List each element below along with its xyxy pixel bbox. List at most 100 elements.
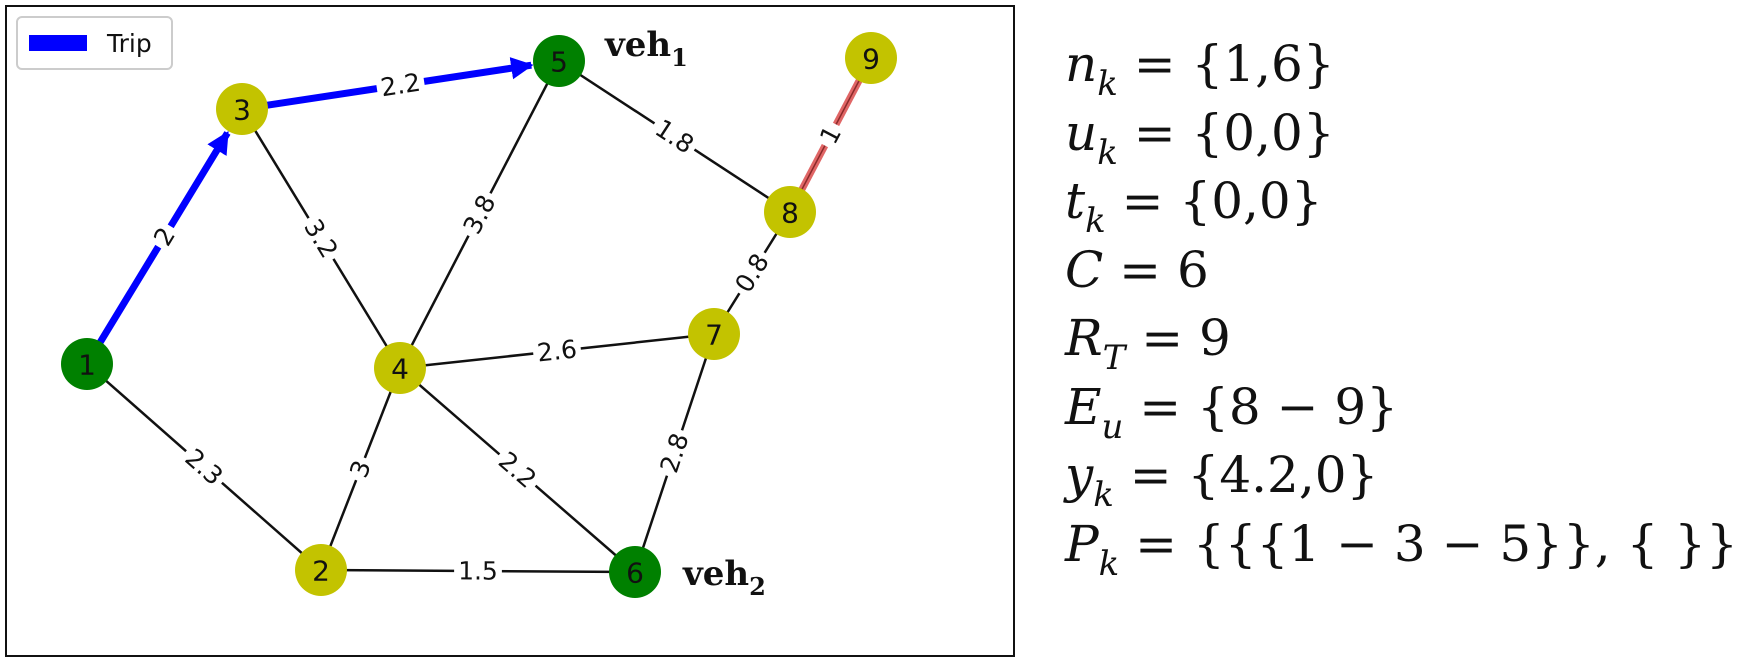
edge-weight-bg <box>340 451 381 487</box>
node-label: 6 <box>626 557 644 590</box>
nodes-layer: 1 2 3 4 5 6 7 8 9 <box>61 32 897 598</box>
edge-weight-label: 3 <box>340 451 381 487</box>
equation-variable: t <box>1065 172 1086 230</box>
node-circle <box>374 342 426 394</box>
edge-weight-label: 1 <box>810 116 851 154</box>
svg-text:2.2: 2.2 <box>379 68 423 103</box>
equation-line: yk = {4.2,0} <box>1065 441 1670 512</box>
equation-variable: R <box>1065 309 1103 367</box>
node-8: 8 <box>764 186 816 238</box>
edge-weight-bg <box>453 185 506 244</box>
equation-value: = 9 <box>1125 309 1231 367</box>
node-2: 2 <box>295 544 347 596</box>
equation-subscript: k <box>1097 132 1118 173</box>
equation-value: = {{{1 − 3 − 5}}, { }} <box>1119 514 1738 573</box>
edge-weight-label: 2.6 <box>531 332 583 370</box>
edge-weight-bg <box>725 244 779 302</box>
equation-line: nk = {1,6} <box>1065 30 1670 101</box>
equation-line: C = 6 <box>1065 236 1670 305</box>
equation-value: = {0,0} <box>1105 172 1323 230</box>
vehicle-label-1: veh1 <box>604 25 688 72</box>
edge-weight-label: 0.8 <box>725 244 779 302</box>
node-circle <box>764 186 816 238</box>
vehicle-labels-layer: veh1 veh2 <box>604 25 766 601</box>
equation-variable: y <box>1065 446 1094 504</box>
svg-text:1.5: 1.5 <box>458 556 498 585</box>
edge-weight-label: 2.2 <box>488 441 547 499</box>
equation-variable: n <box>1065 35 1098 93</box>
node-label: 4 <box>391 353 409 386</box>
vehicle-node-circle <box>533 35 585 87</box>
edge-weight-label: 2.2 <box>374 65 427 105</box>
equation-subscript: k <box>1097 64 1118 104</box>
graph-canvas: 2 2.2 2.3 3.2 3.8 1.8 1 0.8 2.6 3 2.2 2.8 1.5 1 2 3 4 5 6… <box>16 16 897 601</box>
node-label: 7 <box>705 319 723 352</box>
edge-weight-label: 2.8 <box>651 425 698 481</box>
edge-weight-label: 3.8 <box>453 185 506 244</box>
node-label: 8 <box>781 197 799 230</box>
edge-weight-bg <box>488 441 547 499</box>
edge-weight-bg <box>294 209 348 268</box>
edge-weight-bg <box>454 554 502 588</box>
edge-weight-label: 1.8 <box>645 109 704 164</box>
legend: Trip <box>16 16 173 70</box>
equation-value: = {4.2,0} <box>1113 446 1379 504</box>
equation-line: uk = {0,0} <box>1065 99 1670 170</box>
node-1: 1 <box>61 338 113 390</box>
node-7: 7 <box>688 308 740 360</box>
node-6: 6 <box>609 546 661 598</box>
equation-value: = {8 − 9} <box>1123 377 1399 436</box>
equation-variable: P <box>1065 514 1099 573</box>
edge-weight-bg <box>144 217 185 256</box>
edge-weight-bg <box>645 109 704 164</box>
node-label: 9 <box>862 43 880 76</box>
equation-subscript: T <box>1102 338 1126 378</box>
node-label: 3 <box>233 94 251 127</box>
equation-value: = {0,0} <box>1117 103 1335 162</box>
svg-text:2.2: 2.2 <box>493 446 542 494</box>
edges-layer: 2 2.2 2.3 3.2 3.8 1.8 1 0.8 2.6 3 2.2 2.8 1.5 <box>86 56 875 588</box>
edge-weight-bg <box>374 65 427 105</box>
node-circle <box>295 544 347 596</box>
edge-weight-label: 3.2 <box>294 209 348 268</box>
node-circle <box>688 308 740 360</box>
svg-text:2.6: 2.6 <box>536 334 579 367</box>
vehicle-label-2: veh2 <box>682 554 766 601</box>
edge-weight-bg <box>531 332 583 370</box>
node-label: 2 <box>312 555 330 588</box>
equation-line: Eu = {8 − 9} <box>1065 373 1670 444</box>
legend-box <box>16 16 173 70</box>
equation-variable: E <box>1065 377 1102 436</box>
svg-text:2.3: 2.3 <box>179 443 228 491</box>
equation-line: Pk = {{{1 − 3 − 5}}, { }} <box>1065 510 1738 581</box>
equation-variable: u <box>1065 103 1098 162</box>
equation-line: tk = {0,0} <box>1065 167 1670 238</box>
node-9: 9 <box>845 32 897 84</box>
node-4: 4 <box>374 342 426 394</box>
equation-subscript: k <box>1098 543 1120 584</box>
vehicle-node-circle <box>609 546 661 598</box>
node-label: 1 <box>78 349 96 382</box>
node-5: 5 <box>533 35 585 87</box>
equation-subscript: k <box>1085 201 1106 241</box>
equation-value: = 6 <box>1103 240 1209 299</box>
edge-weight-bg <box>651 425 698 481</box>
edge-weight-bg <box>810 116 851 154</box>
edge-weight-label: 1.5 <box>454 554 502 588</box>
equation-value: = {1,6} <box>1117 35 1335 93</box>
equation-subscript: k <box>1093 475 1114 515</box>
edge-weight-label: 2.3 <box>175 438 233 496</box>
legend-trip-label: Trip <box>106 29 152 58</box>
equation-subscript: u <box>1101 406 1124 447</box>
graph-panel: 2 2.2 2.3 3.2 3.8 1.8 1 0.8 2.6 3 2.2 2.8 1.5 1 2 3 4 5 6… <box>5 5 1015 657</box>
node-circle <box>216 83 268 135</box>
vehicle-node-circle <box>61 338 113 390</box>
node-circle <box>845 32 897 84</box>
node-3: 3 <box>216 83 268 135</box>
edge-weight-bg <box>175 438 233 496</box>
edge-weight-label: 2 <box>144 217 185 256</box>
legend-trip-swatch <box>29 35 87 51</box>
node-label: 5 <box>550 46 568 79</box>
equation-line: RT = 9 <box>1065 304 1670 375</box>
